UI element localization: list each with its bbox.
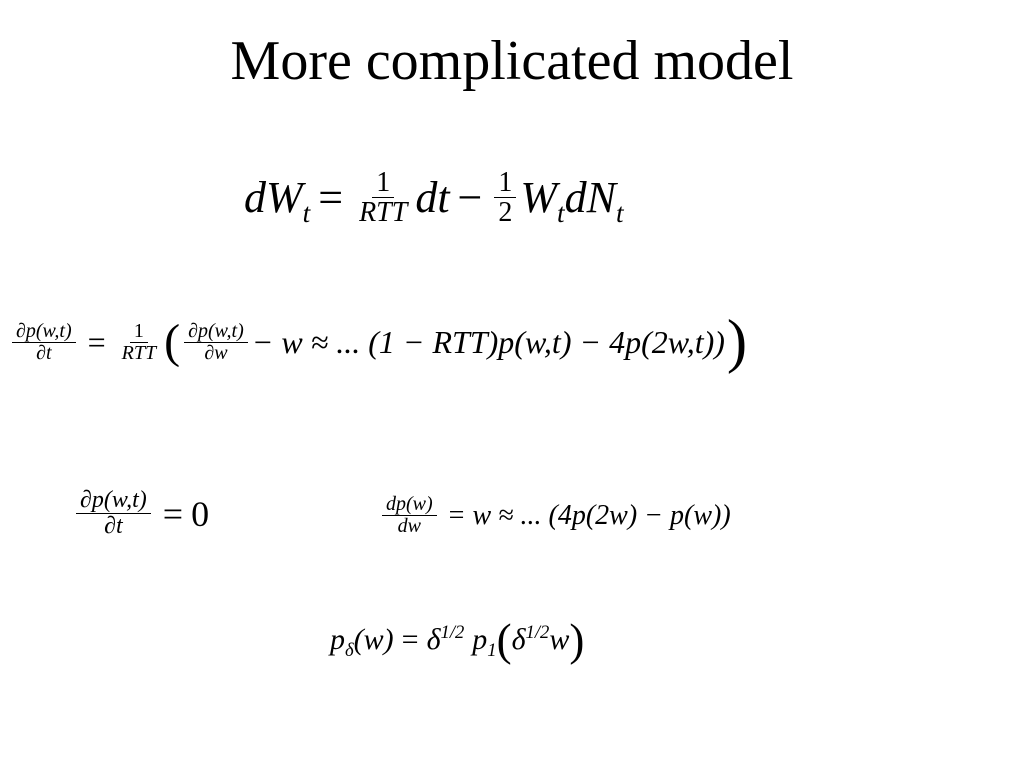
eq5-w: w [549,623,570,656]
eq2-lhs-fraction: ∂p(w,t) ∂t [12,320,76,364]
eq5-p1: p1 [472,623,497,661]
eq5-p-delta: pδ [330,623,354,661]
eq1-lhs: dWt [244,173,311,229]
slide-title: More complicated model [230,30,794,92]
equation-steady-state: ∂p(w,t) ∂t = 0 [72,487,210,539]
eq4-lhs-fraction: dp(w) dw [382,494,437,537]
eq1-dt: dt [415,173,450,223]
equation-scaling: pδ (w) = δ1/2 p1 ( δ1/2 w ) [330,615,585,665]
eq1-dnt: dNt [564,173,624,229]
eq2-fraction-1-over-rtt: 1 RTT [121,319,157,364]
eq2-rest: − w ≈ ... (1 − RTT)p(w,t) − 4p(2w,t)) [251,323,725,360]
eq2-inner-fraction: ∂p(w,t) ∂w [184,320,248,364]
eq5-equals: = [401,623,419,656]
eq1-fraction-half: 1 2 [494,168,517,228]
eq1-equals: = [318,173,344,223]
eq1-wt: Wt [520,173,565,229]
eq2-right-paren: ) [726,308,748,375]
eq2-equals: = [87,323,106,360]
eq5-delta-power: δ1/2 [426,622,465,656]
eq2-left-paren: ( [164,315,181,369]
eq3-lhs-fraction: ∂p(w,t) ∂t [76,487,151,539]
eq3-equals: = [162,493,184,534]
eq1-minus: − [457,173,483,223]
eq5-open-paren: ( [496,615,512,665]
eq4-rhs: w ≈ ... (4p(2w) − p(w)) [472,499,731,531]
eq5-arg: (w) [353,623,394,656]
eq5-close-paren: ) [569,615,585,665]
equation-window-sde: dWt = 1 RTT dt − 1 2 Wt dNt [244,168,624,228]
eq4-equals: = [448,499,465,531]
eq5-delta-power-2: δ1/2 [511,622,550,656]
equation-ode: dp(w) dw = w ≈ ... (4p(2w) − p(w)) [378,494,731,537]
equation-pde: ∂p(w,t) ∂t = 1 RTT ( ∂p(w,t) ∂w − w ≈ ..… [8,308,749,375]
eq3-rhs: 0 [191,493,210,534]
eq1-fraction-1-over-rtt: 1 RTT [359,167,408,229]
